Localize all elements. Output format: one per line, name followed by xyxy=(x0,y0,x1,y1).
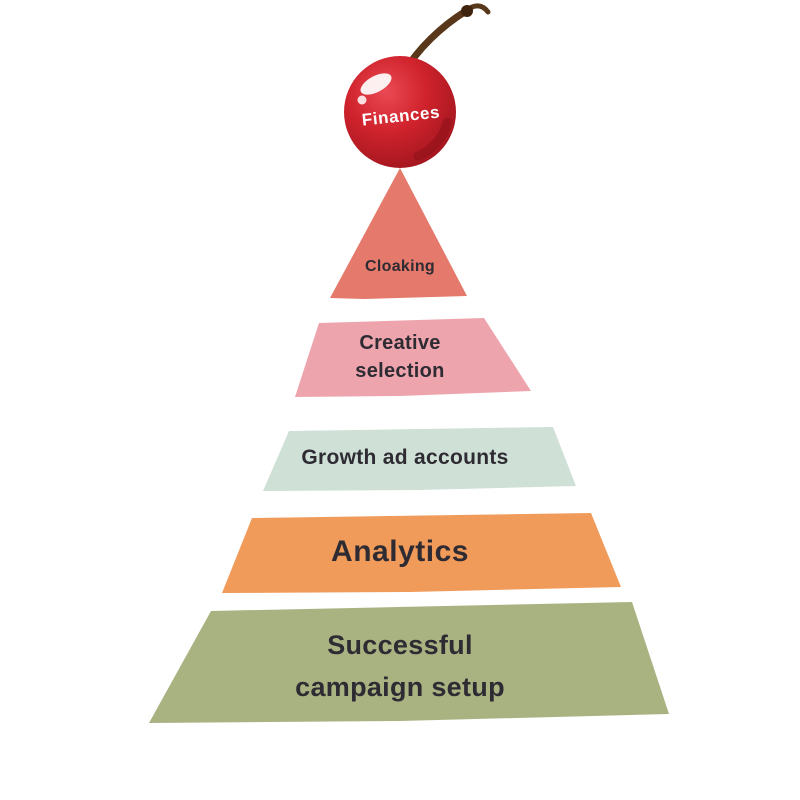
creative-line-1: Creative xyxy=(359,332,441,354)
layer-growth-ad-accounts-shape xyxy=(263,427,576,491)
layer-cloaking-shape xyxy=(330,168,467,299)
cherry-stem-knot xyxy=(461,5,473,17)
layer-successful-campaign-setup-label: Successful campaign setup xyxy=(295,625,505,709)
cherry-highlight xyxy=(360,73,392,95)
layer-analytics-shape xyxy=(222,513,621,593)
layer-growth-ad-accounts-label: Growth ad accounts xyxy=(301,445,509,469)
cherry-highlight-dot xyxy=(357,95,367,105)
campaign-line-1: Successful xyxy=(327,630,473,661)
campaign-line-2: campaign setup xyxy=(295,672,505,702)
layer-creative-selection-label: Creative selection xyxy=(355,329,444,385)
layer-creative-selection-shape xyxy=(295,318,531,397)
layer-cloaking-label: Cloaking xyxy=(365,258,435,276)
layer-successful-campaign-setup-shape xyxy=(149,602,669,723)
layer-analytics-label: Analytics xyxy=(331,534,469,568)
creative-line-2: selection xyxy=(355,360,445,382)
cherry-shade xyxy=(413,117,452,161)
